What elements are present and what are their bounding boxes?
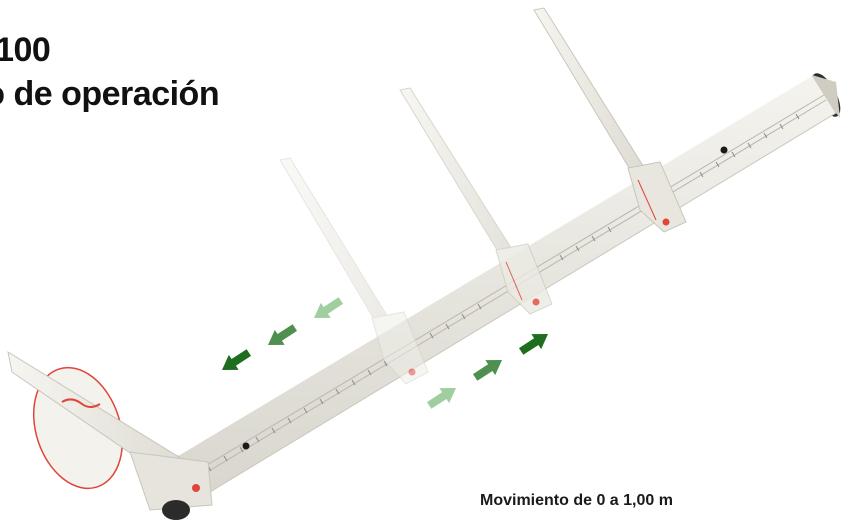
movable-branch-1: [279, 157, 429, 385]
title-line-2: do de operación: [0, 75, 220, 113]
arrow-right-icon: [518, 334, 548, 355]
movement-caption: Movimiento de 0 a 1,00 m: [480, 492, 673, 509]
arrows-retract: [222, 297, 344, 370]
arrow-left-icon: [268, 324, 298, 345]
arrow-left-icon: [314, 297, 344, 318]
movable-branch-3: [533, 7, 687, 233]
arrow-left-icon: [222, 349, 252, 370]
arrows-extend: [426, 334, 548, 409]
page-title: F-100 do de operación: [0, 28, 220, 116]
movable-branch-2: [399, 87, 553, 315]
title-line-1: F-100: [0, 31, 51, 69]
arrow-right-icon: [426, 388, 456, 409]
arrow-right-icon: [472, 360, 502, 381]
fixed-branch: [7, 350, 213, 520]
